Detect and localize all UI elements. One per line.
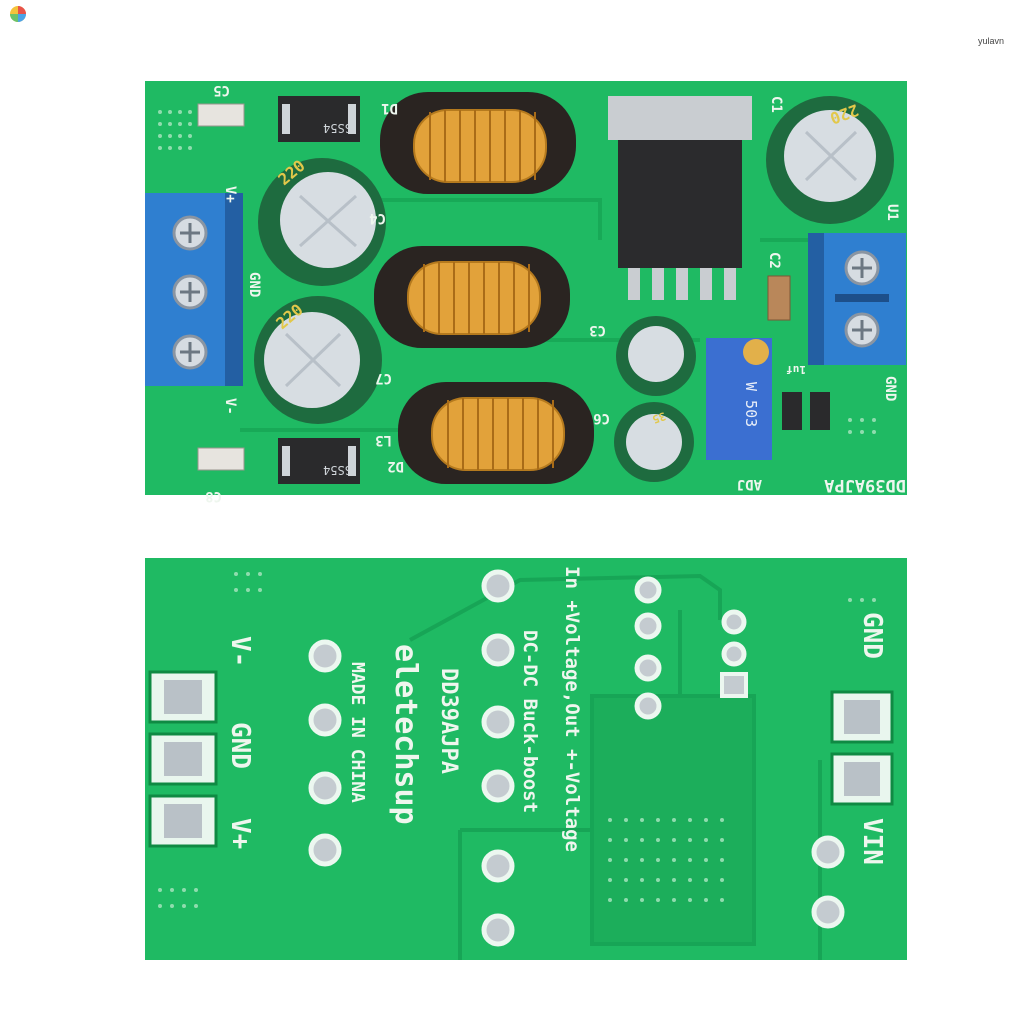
label-v-minus-top: V- — [222, 398, 238, 415]
label-brand: eletechsup — [388, 644, 423, 825]
label-c6: C6 — [593, 410, 610, 426]
label-gnd-right-bottom: GND — [857, 612, 887, 659]
solder-pads-right — [830, 690, 894, 806]
terminal-block-right — [808, 233, 906, 365]
logo-icon — [10, 6, 26, 22]
label-gnd-left-top: GND — [246, 272, 262, 297]
smd-cap-c8 — [197, 447, 245, 471]
label-d1: D1 — [381, 100, 398, 116]
label-v-plus-bottom: V+ — [225, 818, 255, 849]
capacitor-c6 — [614, 402, 694, 482]
label-c7: C7 — [375, 370, 392, 386]
label-c5: C5 — [213, 82, 230, 98]
capacitor-c6-marking: 35 — [651, 409, 668, 426]
label-v-minus-bottom: V- — [225, 636, 255, 667]
capacitor-c1 — [766, 96, 894, 224]
potentiometer — [706, 338, 772, 460]
label-v-plus-top: V+ — [222, 186, 238, 203]
potentiometer-marking: W 503 — [742, 382, 760, 427]
regulator-ic — [608, 96, 752, 300]
label-c3: C3 — [589, 322, 606, 338]
label-c2: C2 — [766, 252, 782, 269]
smd-cap-c5 — [197, 103, 245, 127]
label-u1: U1 — [884, 204, 900, 221]
label-gnd-right-top: GND — [882, 376, 898, 401]
capacitor-c7 — [254, 296, 382, 424]
pcb-bottom-board — [145, 558, 907, 960]
label-desc-line2: In +Voltage,Out +-Voltage — [561, 566, 583, 852]
label-model-top: DD39AJPA — [824, 475, 906, 495]
terminal-block-left — [145, 193, 243, 386]
diode-d2 — [278, 438, 360, 484]
square-pad-small — [720, 672, 748, 698]
diode-d2-marking: SS54 — [323, 463, 352, 477]
label-c4: C4 — [369, 210, 386, 226]
brand-logo-text: yulavn — [978, 36, 1005, 46]
label-adj: ADJ — [737, 476, 762, 492]
diode-d1 — [278, 96, 360, 142]
smd-cap-c2 — [767, 275, 791, 321]
smd-resistor-1 — [782, 392, 802, 430]
label-c8: C8 — [205, 488, 222, 504]
label-c1: C1 — [768, 96, 784, 113]
label-gnd-bottom: GND — [225, 722, 255, 769]
label-d2: D2 — [387, 458, 404, 474]
label-made-in-china: MADE IN CHINA — [347, 662, 368, 803]
label-l3: L3 — [375, 432, 392, 448]
label-model-bottom: DD39AJPA — [436, 668, 461, 774]
label-desc-line1: DC-DC Buck-boost — [519, 630, 541, 813]
label-1uf: 1uf — [786, 363, 806, 376]
brand-logo — [0, 0, 36, 40]
smd-resistor-2 — [810, 392, 830, 430]
through-hole-pads — [308, 569, 845, 947]
label-vin: VIN — [857, 818, 887, 865]
capacitor-c4 — [258, 158, 386, 286]
inductor-1 — [380, 92, 576, 194]
inductor-2 — [374, 246, 570, 348]
diode-d1-marking: SS54 — [323, 121, 352, 135]
inductor-3 — [398, 382, 594, 484]
solder-pads-left — [148, 670, 218, 848]
capacitor-c3 — [616, 316, 696, 396]
